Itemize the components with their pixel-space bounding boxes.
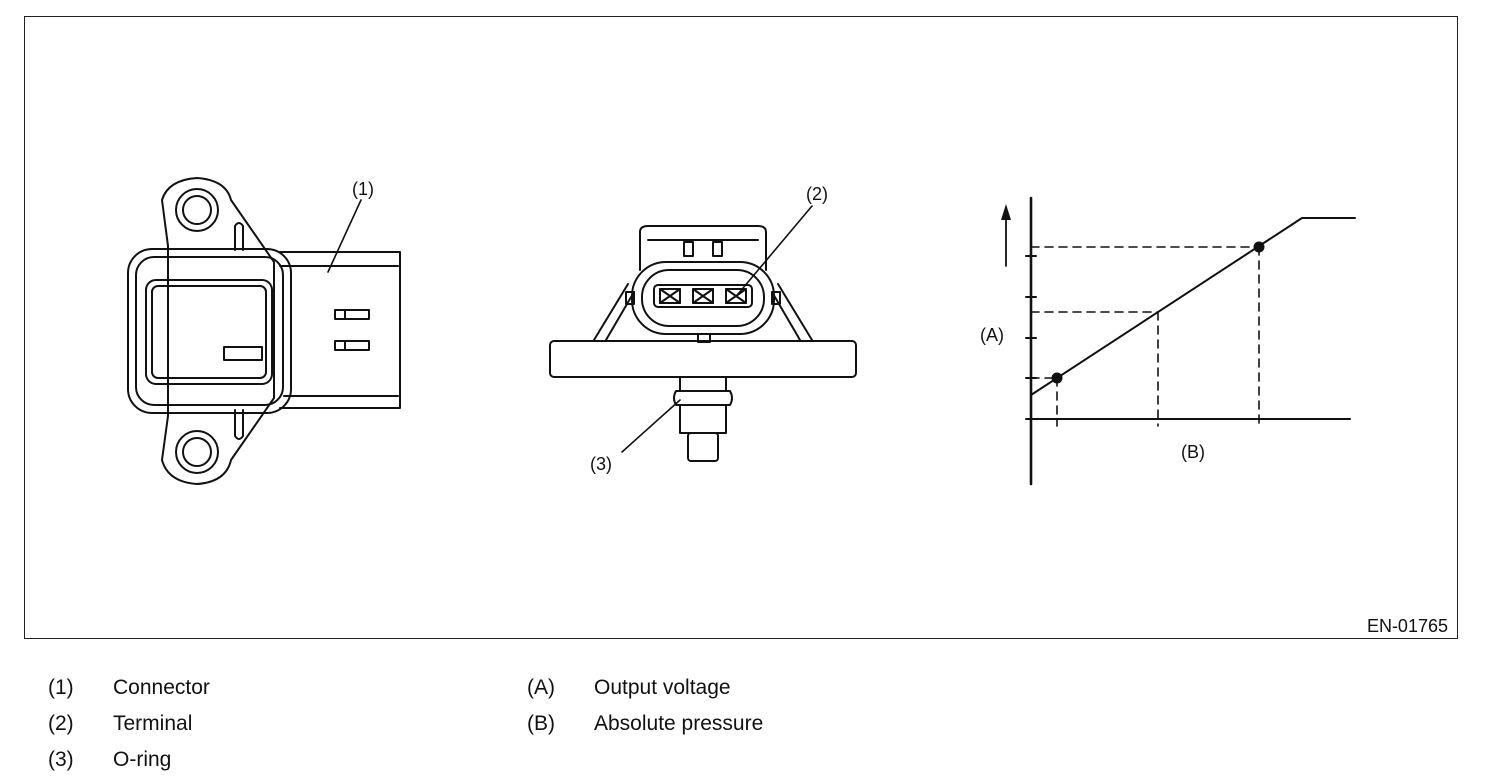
- leader-line-1: [327, 199, 362, 273]
- legend-key-a: (A): [527, 676, 555, 699]
- legend-text-2: Terminal: [113, 712, 193, 735]
- graph-point-high: [1253, 241, 1265, 253]
- legend-key-3: (3): [48, 748, 74, 771]
- sensor-side-view: [549, 225, 857, 462]
- leader-line-3: [621, 399, 681, 453]
- characteristic-line: [1030, 217, 1356, 396]
- legend-text-3: O-ring: [113, 748, 172, 771]
- callout-3: (3): [590, 454, 612, 474]
- legend-text-a: Output voltage: [594, 676, 731, 699]
- figure-frame: [24, 16, 1458, 639]
- legend-text-1: Connector: [113, 676, 210, 699]
- legend-text-b: Absolute pressure: [594, 712, 764, 735]
- figure-illustration: (1) (2) (3): [127, 177, 1448, 636]
- characteristic-graph: [1001, 196, 1356, 486]
- figure-id-code: EN-01765: [1367, 616, 1448, 636]
- graph-x-axis-label: (B): [1181, 442, 1205, 462]
- leader-line-2: [737, 205, 813, 295]
- legend-key-2: (2): [48, 712, 74, 735]
- legend-key-b: (B): [527, 712, 555, 735]
- up-arrow-icon: [1001, 204, 1011, 220]
- callout-2: (2): [806, 184, 828, 204]
- legend-key-1: (1): [48, 676, 74, 699]
- graph-y-axis-label: (A): [980, 325, 1004, 345]
- callout-1: (1): [352, 179, 374, 199]
- graph-point-low: [1051, 372, 1063, 384]
- sensor-top-view: [127, 177, 401, 485]
